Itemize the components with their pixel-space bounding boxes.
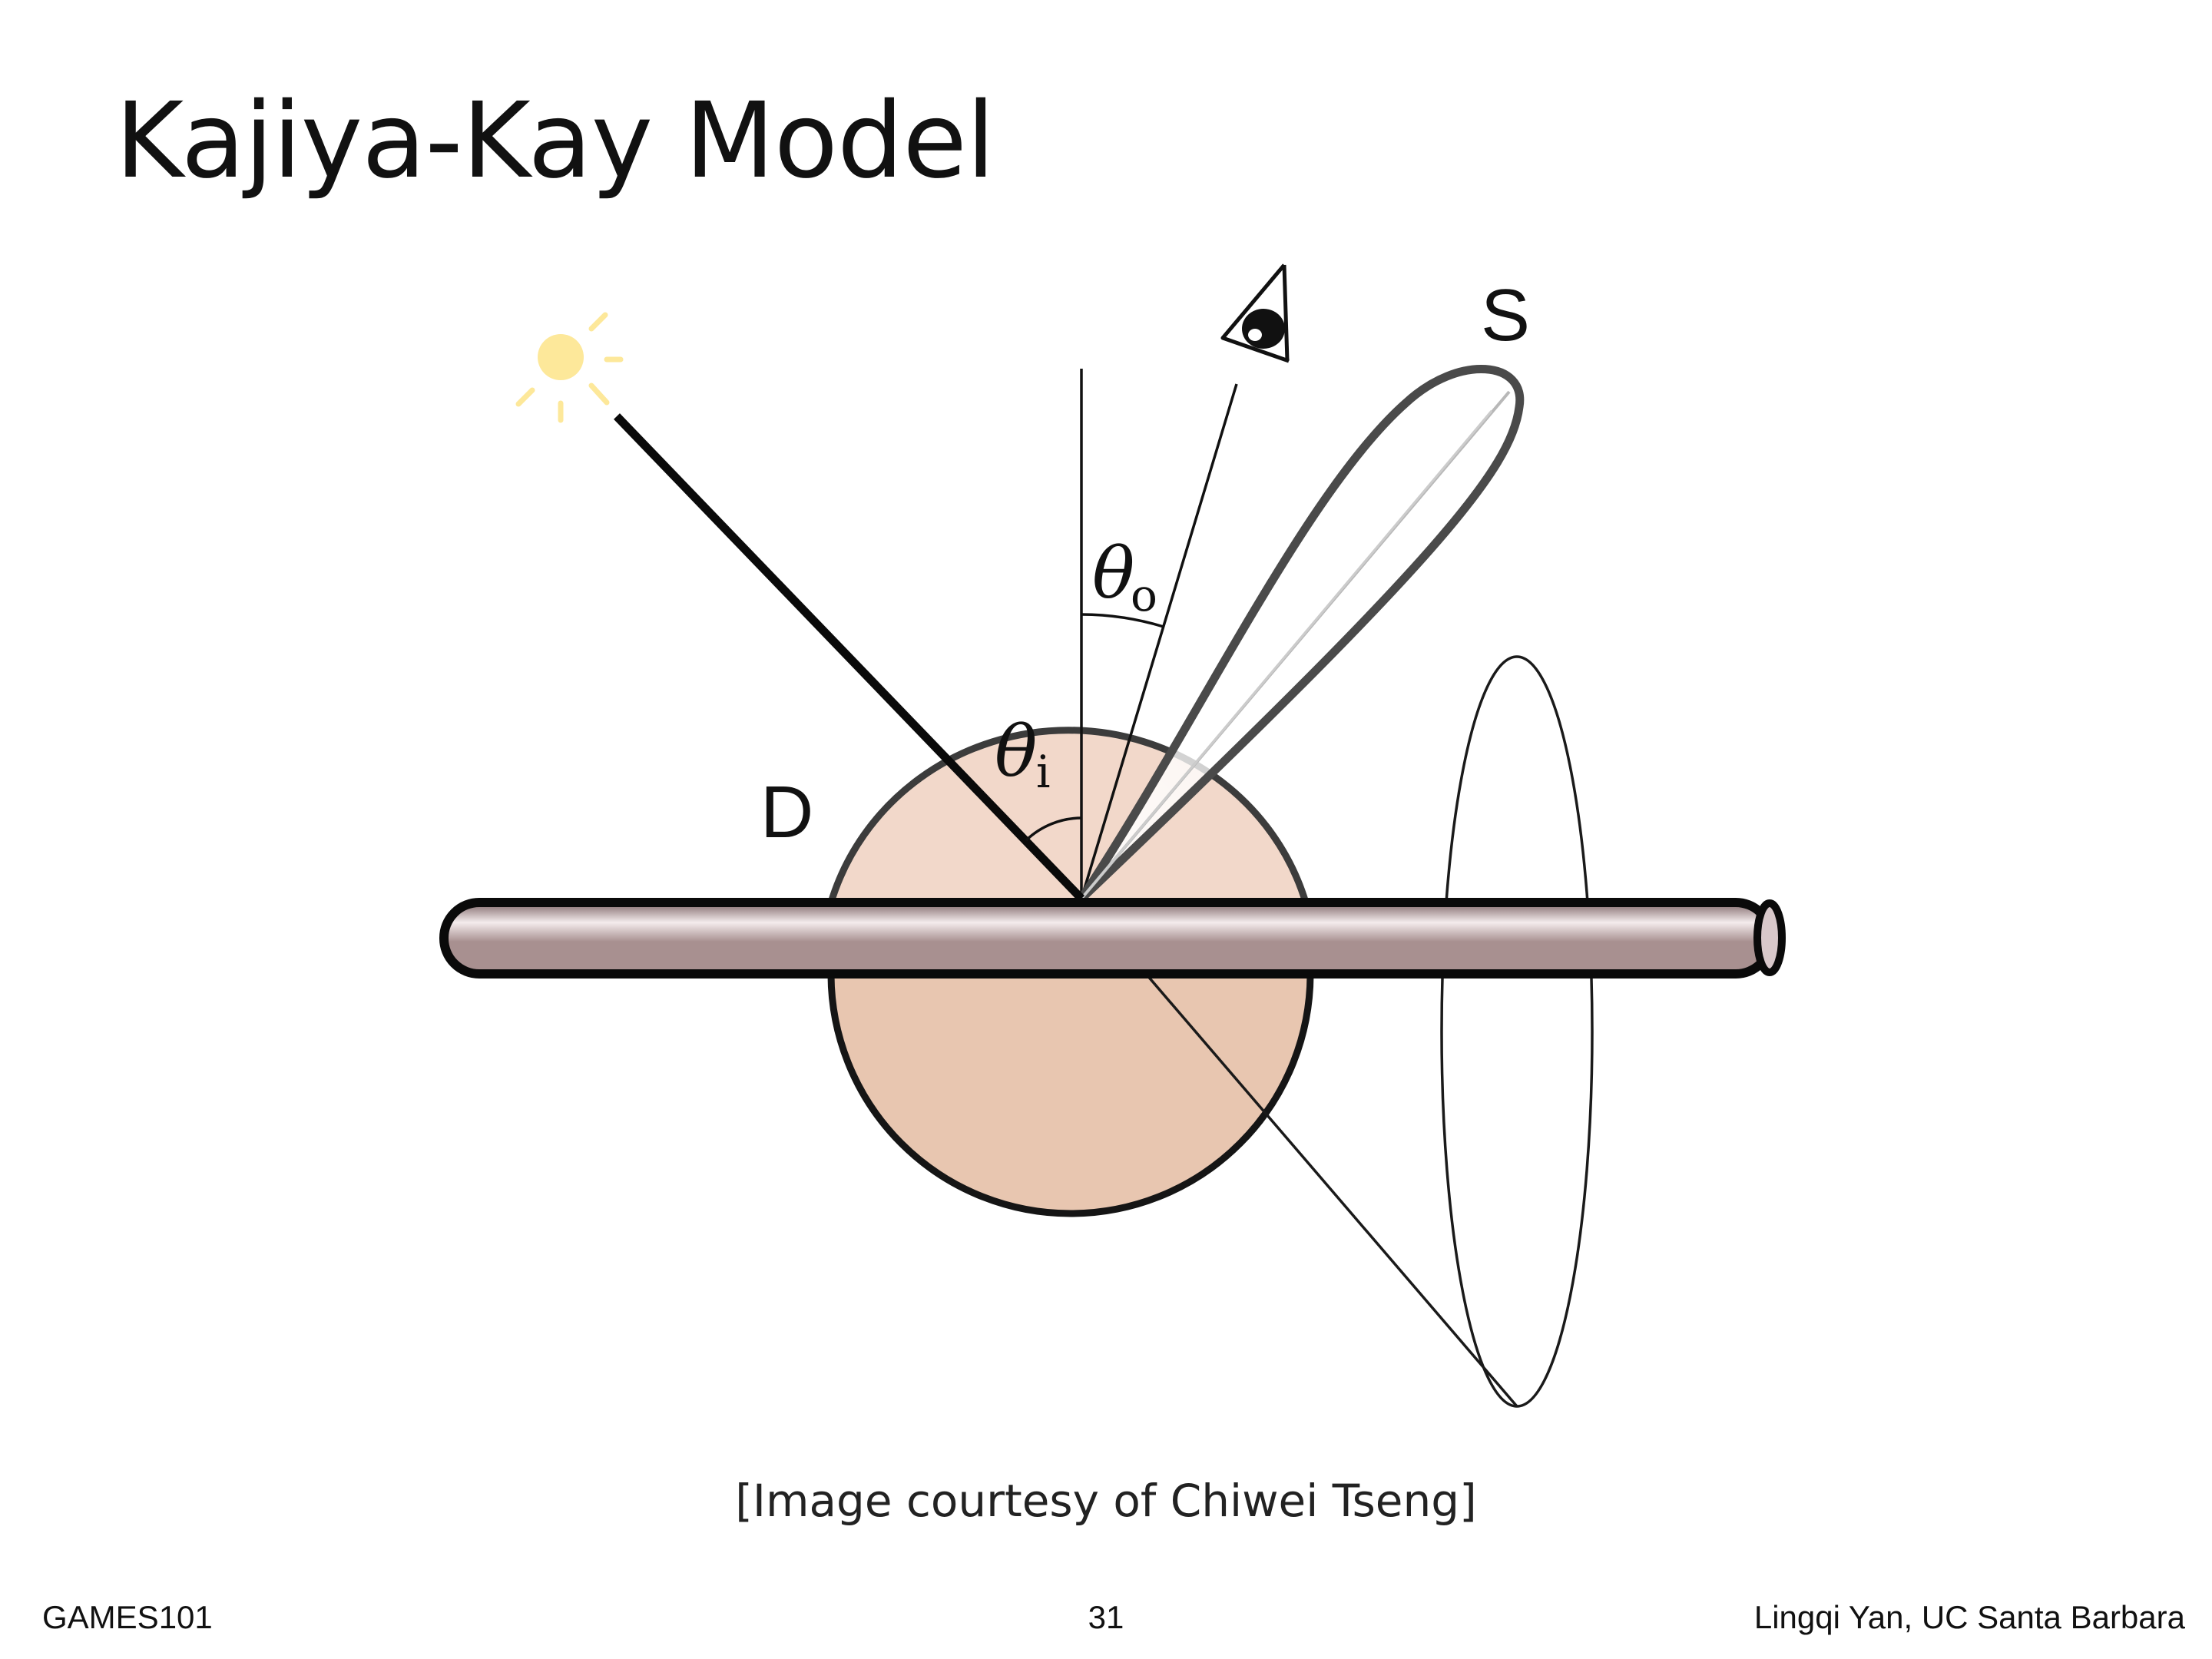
theta-out-subscript: o	[1131, 569, 1157, 621]
lobe-inner-line	[1080, 410, 1493, 899]
specular-lobe	[1077, 365, 1525, 903]
theta-out-arc	[1081, 613, 1164, 628]
specular-cone-line	[1080, 897, 1518, 1408]
incident-ray	[614, 413, 1084, 902]
theta-in-symbol: θ	[995, 710, 1037, 793]
hair-fiber-end-cap	[1753, 899, 1786, 976]
theta-in-subscript: i	[1036, 746, 1051, 798]
footer-course-name: GAMES101	[42, 1599, 213, 1635]
hair-fiber	[439, 898, 1776, 979]
footer-page-number: 31	[1088, 1599, 1124, 1635]
eye-icon	[1220, 263, 1290, 363]
slide-title: Kajiya-Kay Model	[115, 81, 995, 202]
theta-out-symbol: θ	[1092, 532, 1134, 614]
view-line	[1080, 383, 1238, 899]
specular-label: S	[1481, 274, 1530, 356]
diffuse-sphere-lower	[827, 970, 1314, 1217]
specular-cone-ellipse	[1440, 655, 1594, 1408]
theta-in-arc	[1025, 816, 1082, 842]
diffuse-label: D	[760, 771, 813, 853]
footer-author: Lingqi Yan, UC Santa Barbara	[1753, 1599, 2185, 1635]
image-credit-caption: [Image courtesy of Chiwei Tseng]	[735, 1475, 1477, 1527]
light-source-icon	[515, 312, 624, 423]
